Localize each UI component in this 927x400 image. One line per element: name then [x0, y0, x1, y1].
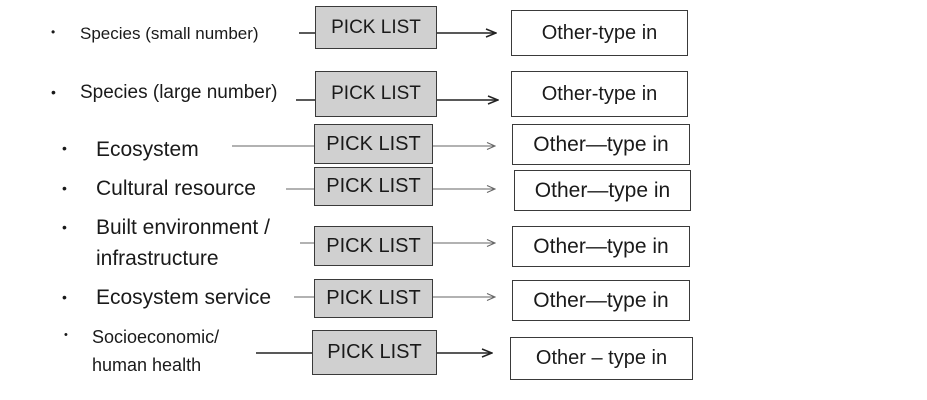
bullet: •: [62, 140, 67, 156]
row-label-line2: infrastructure: [96, 247, 219, 270]
pick-list-box[interactable]: PICK LIST: [315, 71, 437, 117]
bullet: •: [62, 219, 67, 235]
pick-list-box[interactable]: PICK LIST: [315, 6, 437, 49]
row-label: Ecosystem: [96, 138, 199, 161]
other-type-in-box[interactable]: Other—type in: [514, 170, 691, 211]
row-label: Species (small number): [80, 24, 259, 43]
other-type-in-box[interactable]: Other-type in: [511, 71, 688, 117]
other-type-in-box[interactable]: Other—type in: [512, 280, 690, 321]
bullet: •: [51, 84, 56, 100]
bullet: •: [62, 180, 67, 196]
pick-list-box[interactable]: PICK LIST: [312, 330, 437, 375]
other-type-in-box[interactable]: Other—type in: [512, 124, 690, 165]
pick-list-box[interactable]: PICK LIST: [314, 279, 433, 318]
bullet: •: [64, 329, 68, 341]
row-label-line1: Built environment /: [96, 216, 270, 239]
row-label-line1: Socioeconomic/: [92, 327, 220, 347]
other-type-in-box[interactable]: Other—type in: [512, 226, 690, 267]
bullet: •: [62, 289, 67, 305]
pick-list-box[interactable]: PICK LIST: [314, 167, 433, 206]
pick-list-box[interactable]: PICK LIST: [314, 124, 433, 164]
other-type-in-box[interactable]: Other – type in: [510, 337, 693, 380]
bullet: •: [51, 25, 56, 39]
other-type-in-box[interactable]: Other-type in: [511, 10, 688, 56]
pick-list-box[interactable]: PICK LIST: [314, 226, 433, 266]
row-label-line2: human health: [92, 355, 202, 375]
row-label: Ecosystem service: [96, 286, 272, 309]
row-label: Species (large number): [80, 82, 278, 103]
row-label: Cultural resource: [96, 177, 256, 200]
